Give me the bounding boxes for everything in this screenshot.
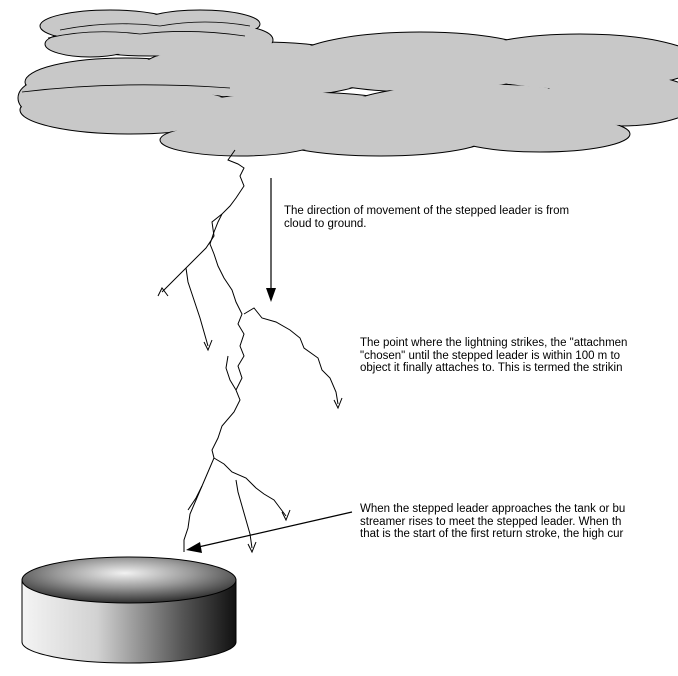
streamer-annotation: When the stepped leader approaches the t… <box>360 503 625 541</box>
streamer-pointer <box>186 511 353 553</box>
attachment-line-3: object it finally attaches to. This is t… <box>360 362 623 374</box>
direction-annotation: The direction of movement of the stepped… <box>284 205 569 230</box>
streamer-line-2: streamer rises to meet the stepped leade… <box>360 515 622 528</box>
attachment-line-1: The point where the lightning strikes, t… <box>360 337 628 349</box>
tank <box>21 556 237 664</box>
direction-arrow <box>266 178 276 302</box>
direction-line-2: cloud to ground. <box>284 217 367 230</box>
attachment-annotation: The point where the lightning strikes, t… <box>360 337 627 375</box>
stepped-leader <box>161 149 339 552</box>
streamer-line-1: When the stepped leader approaches the t… <box>360 503 626 515</box>
attachment-line-2: "chosen" until the stepped leader is wit… <box>360 349 621 362</box>
direction-line-1: The direction of movement of the stepped… <box>284 205 570 217</box>
streamer-line-3: that is the start of the first return st… <box>360 528 624 540</box>
